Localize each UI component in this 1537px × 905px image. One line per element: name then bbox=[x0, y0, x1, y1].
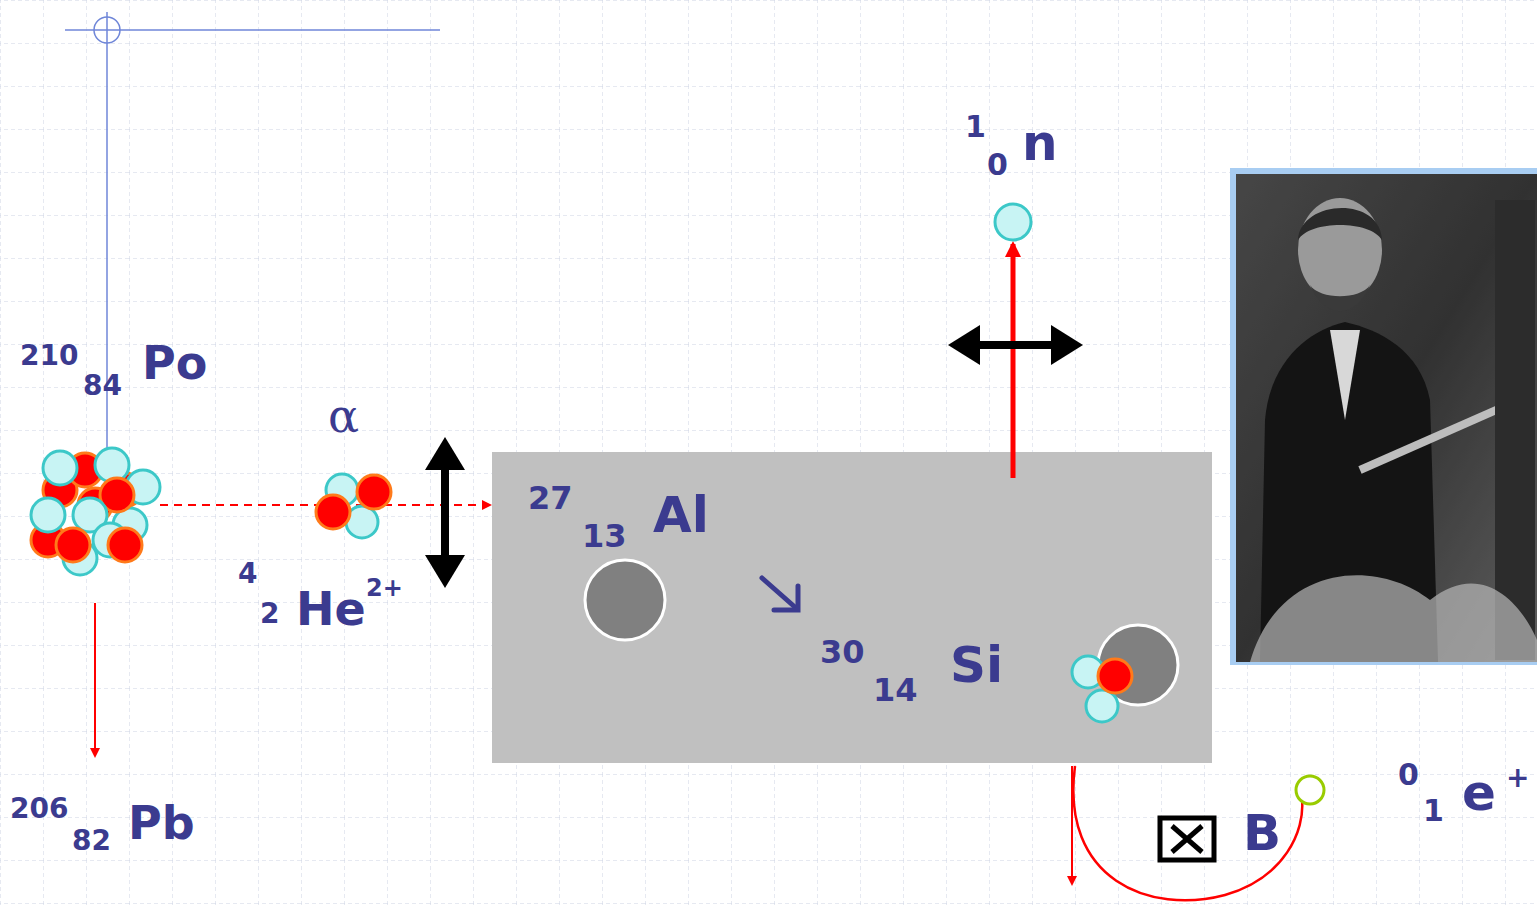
vibration-double-arrow bbox=[425, 437, 465, 588]
mass-number: 1 bbox=[965, 112, 986, 142]
mass-number: 210 bbox=[20, 342, 78, 370]
atomic-number: 14 bbox=[873, 674, 918, 706]
element-symbol: He bbox=[296, 586, 366, 632]
atomic-number: 1 bbox=[1423, 796, 1444, 826]
aluminium-plate bbox=[492, 452, 1212, 763]
element-symbol: Po bbox=[142, 340, 207, 386]
particle-symbol: e bbox=[1462, 768, 1496, 818]
atomic-number: 13 bbox=[582, 520, 627, 552]
mass-number: 206 bbox=[10, 795, 68, 823]
positron bbox=[1296, 776, 1324, 804]
mass-number: 4 bbox=[238, 560, 257, 588]
horizontal-double-arrow bbox=[948, 325, 1083, 365]
element-symbol: Pb bbox=[128, 800, 195, 846]
field-into-page-symbol bbox=[1160, 818, 1214, 860]
polonium-nucleus bbox=[31, 448, 160, 575]
alpha-particle bbox=[316, 474, 391, 538]
field-label: B bbox=[1243, 808, 1281, 858]
particle-symbol: α bbox=[328, 393, 359, 439]
decay-arrow bbox=[94, 603, 96, 756]
element-symbol: Si bbox=[950, 640, 1003, 690]
mass-number: 0 bbox=[1398, 760, 1419, 790]
neutron bbox=[995, 204, 1031, 240]
atomic-number: 82 bbox=[72, 827, 111, 855]
positron-track bbox=[1073, 766, 1302, 900]
silicon-nucleus bbox=[1098, 625, 1178, 705]
scientist-photo bbox=[1230, 168, 1537, 665]
atomic-number: 84 bbox=[83, 372, 122, 400]
mass-number: 30 bbox=[820, 636, 865, 668]
element-symbol: Al bbox=[653, 490, 709, 540]
transformation-arrow bbox=[762, 578, 798, 610]
charge-label: + bbox=[1506, 764, 1529, 792]
atomic-number: 2 bbox=[260, 600, 279, 628]
aluminium-nucleus bbox=[585, 560, 665, 640]
atomic-number: 0 bbox=[987, 150, 1008, 180]
guide-lines bbox=[65, 12, 440, 470]
particle-symbol: n bbox=[1022, 118, 1058, 168]
absorbed-alpha bbox=[1072, 656, 1132, 722]
neutron-arrow bbox=[1011, 244, 1016, 478]
mass-number: 27 bbox=[528, 482, 573, 514]
charge-label: 2+ bbox=[366, 576, 403, 600]
